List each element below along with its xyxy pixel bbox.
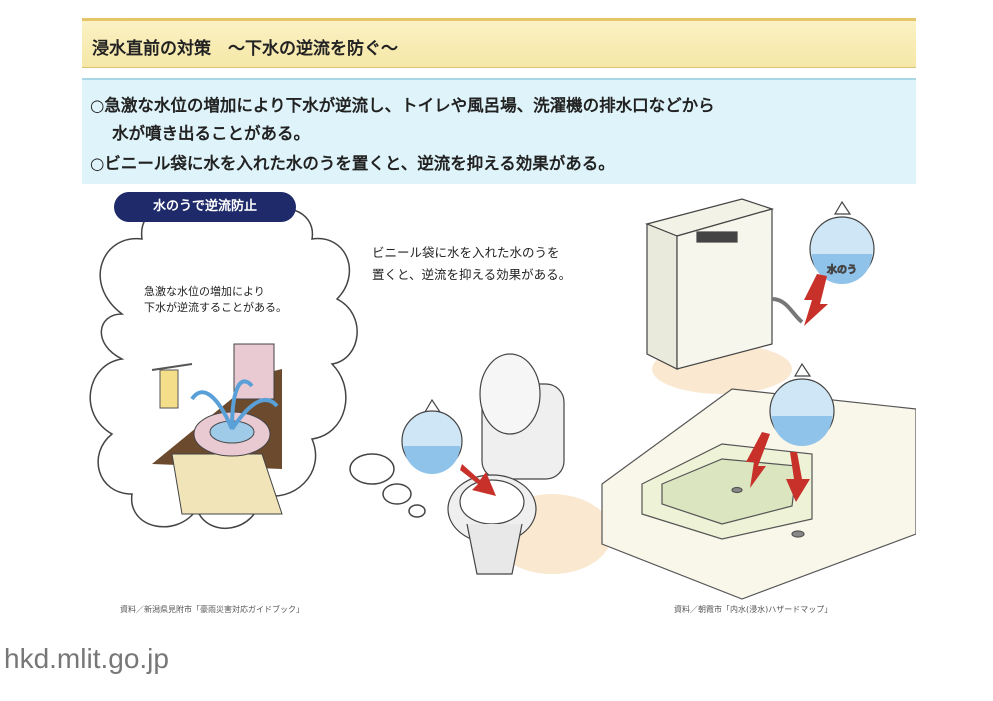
cloud-text-line-1: 急激な水位の増加により [144,285,265,298]
caption: ビニール袋に水を入れた水のうを 置くと、逆流を抑える効果がある。 [372,242,571,286]
bullet-1-line-1: ○急激な水位の増加により下水が逆流し、トイレや風呂場、洗濯機の排水口などから [90,96,715,115]
caption-line-2: 置くと、逆流を抑える効果がある。 [372,267,572,282]
bathtub [601,388,916,600]
source-right: 資料／朝霞市「内水(浸水)ハザードマップ」 [674,605,833,614]
toilet [447,353,612,575]
arrow-washer [804,274,828,326]
slide-title: 浸水直前の対策 ～下水の逆流を防ぐ～ [92,39,398,59]
thought-cloud [89,197,426,530]
water-bag-label: 水のう [827,264,857,276]
arrow-bathtub-1 [746,432,770,488]
water-bag-washer: 水のう [809,200,875,284]
source-watermark: hkd.mlit.go.jp [4,643,169,674]
bullet-1-line-2: 水が噴き出ることがある。 [112,124,310,143]
washing-machine [645,198,804,394]
illustration: 水のう [89,197,916,600]
arrow-toilet [460,464,496,496]
title-bar: 浸水直前の対策 ～下水の逆流を防ぐ～ [82,18,916,68]
cloud-text-line-2: 下水が逆流することがある。 [144,301,287,314]
bullet-2: ○ビニール袋に水を入れた水のうを置くと、逆流を抑える効果がある。 [90,154,615,173]
section-badge: 水のうで逆流防止 [114,192,296,222]
caption-line-1: ビニール袋に水を入れた水のうを [372,245,560,260]
bullet-box: ○急激な水位の増加により下水が逆流し、トイレや風呂場、洗濯機の排水口などから 水… [82,78,916,184]
water-bag-bathtub [769,362,835,446]
arrow-bathtub-2 [786,452,810,502]
overflow-toilet-scene [151,343,283,515]
slide: 浸水直前の対策 ～下水の逆流を防ぐ～ ○急激な水位の増加により下水が逆流し、トイ… [82,14,916,620]
water-bag-toilet [401,398,463,474]
source-left: 資料／新潟県見附市「豪雨災害対応ガイドブック」 [120,605,304,614]
